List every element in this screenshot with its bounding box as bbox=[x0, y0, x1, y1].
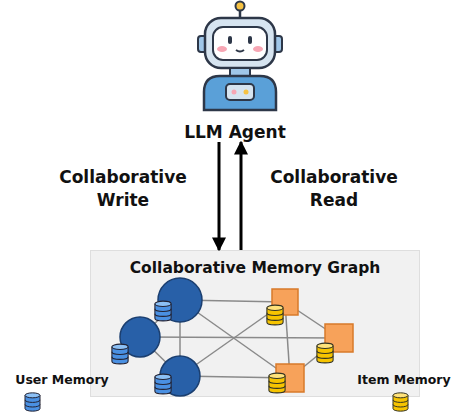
robot-icon bbox=[198, 2, 282, 111]
item-memory-icon bbox=[393, 393, 408, 411]
user-memory-icon bbox=[25, 393, 40, 411]
edge-label: Collaborative Read bbox=[256, 166, 412, 212]
edge-label: Collaborative Write bbox=[48, 166, 198, 212]
flow-arrow bbox=[240, 142, 243, 250]
node-label: Collaborative Memory Graph bbox=[91, 259, 419, 278]
flow-arrow bbox=[218, 142, 221, 250]
agent-node: LLM Agent bbox=[155, 0, 315, 142]
memory-graph-box: Collaborative Memory Graph bbox=[90, 250, 420, 397]
memory-graph-network bbox=[112, 278, 353, 396]
node-label: LLM Agent bbox=[155, 122, 315, 142]
